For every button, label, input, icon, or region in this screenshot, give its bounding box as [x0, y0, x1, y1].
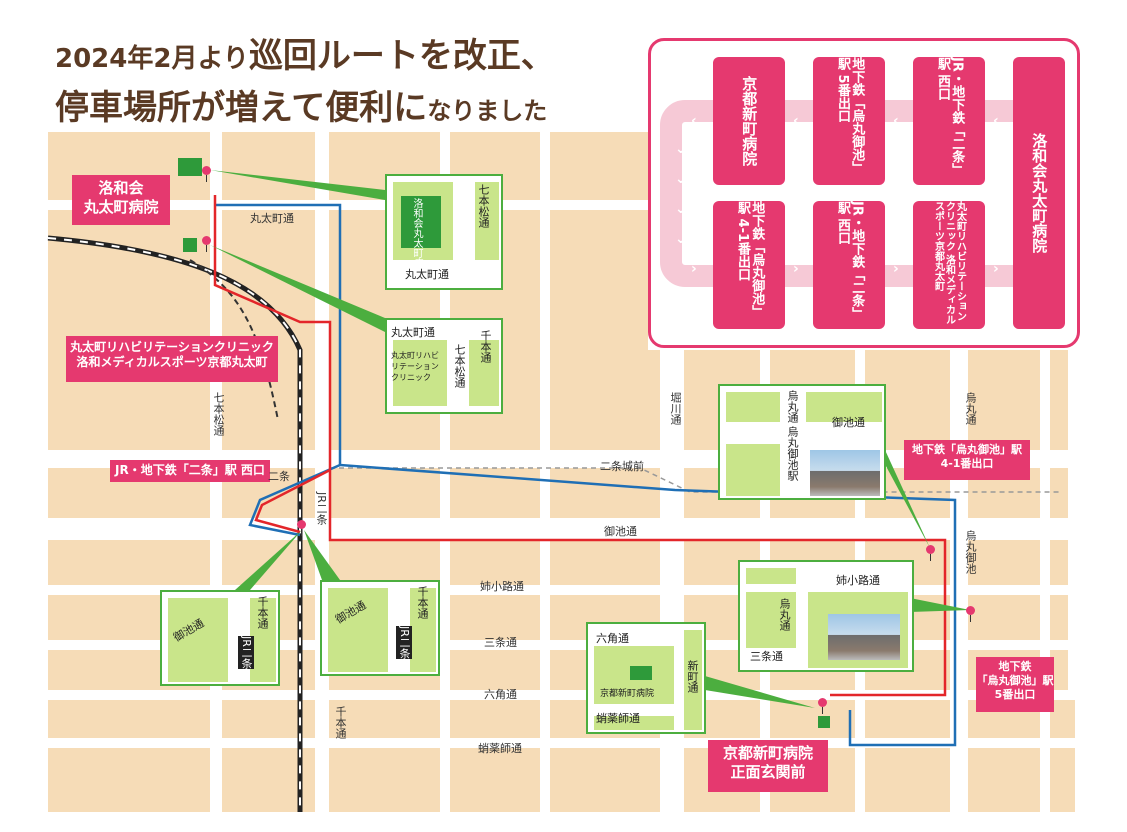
headline-date: 2024年2月より: [55, 44, 249, 74]
headline-suffix: なりました: [427, 97, 548, 125]
inset-station: JR二条: [396, 626, 412, 659]
street-anekoji: 姉小路通: [480, 580, 524, 593]
blue-route-loop: [248, 463, 341, 537]
inset-marutamachi-hospital: 洛和会丸太町病院 丸太町通 七本松通: [385, 174, 503, 290]
label-oike-5: 地下鉄 「烏丸御池」駅 5番出口: [976, 657, 1054, 712]
stop-marutamachi-hospital: 洛和会丸太町病院: [1013, 57, 1065, 329]
street-nijojo-mae: 二条城前: [600, 460, 644, 473]
street-marutamachi: 丸太町通: [250, 212, 294, 225]
inset-oike-5: 姉小路通 烏丸通 三条通: [738, 560, 914, 672]
inset-shinmachi: 六角通 新町通 京都新町病院 蛸薬師通: [586, 622, 706, 734]
stop-label: 洛和会丸太町病院: [1030, 133, 1049, 253]
inset-station: 烏丸御池駅: [786, 426, 799, 481]
street-takoyakushi: 蛸薬師通: [478, 742, 522, 755]
inset-street: 七本松通: [477, 184, 490, 228]
headline-line2: 停車場所が増えて便利になりました: [55, 80, 547, 129]
street-jr-nijo: JR二条: [315, 492, 328, 525]
stop-label: 丸太町リハビリテーションクリニック 洛和メディカルスポーツ京都丸太町: [932, 201, 966, 325]
route-order-panel: 京都新町病院 地下鉄「烏丸御池」駅 5番出口 JR・地下鉄「二条」駅 西口 洛和…: [648, 38, 1080, 348]
chevron-left-icon: ‹: [893, 113, 899, 129]
callout-wedges: [210, 170, 970, 708]
headline-route-change: 巡回ルートを改正、: [248, 36, 555, 76]
chevron-right-icon: ›: [691, 261, 697, 277]
chevron-right-icon: ›: [893, 261, 899, 277]
inset-oike-4-1: 烏丸通 御池通 烏丸御池駅: [718, 384, 886, 500]
inset-street: 六角通: [596, 632, 629, 645]
stop-nijo-west-top: JR・地下鉄「二条」駅 西口: [913, 57, 985, 185]
inset-street: 蛸薬師通: [596, 712, 640, 725]
street-nijo: 二条: [268, 470, 290, 483]
chevron-down-icon: ⌄: [675, 171, 687, 187]
street-horikawa: 堀川通: [669, 392, 682, 425]
inset-nijo-b: 御池通 千本通 JR二条: [320, 580, 440, 676]
inset-street: 丸太町通: [405, 268, 449, 281]
chevron-right-icon: ›: [793, 261, 799, 277]
stop-label: 地下鉄「烏丸御池」駅 5番出口: [835, 57, 865, 174]
chevron-left-icon: ‹: [691, 113, 697, 129]
inset-station: JR二条: [238, 636, 254, 669]
chevron-left-icon: ‹: [793, 113, 799, 129]
station-photo: [828, 614, 900, 660]
stop-label: 京都新町病院: [740, 76, 759, 166]
inset-hospital-name: 京都新町病院: [600, 689, 655, 699]
label-nijo-west: JR・地下鉄「二条」駅 西口: [110, 460, 270, 482]
inset-street: 新町通: [686, 660, 699, 693]
stop-rehab-clinic: 丸太町リハビリテーションクリニック 洛和メディカルスポーツ京都丸太町: [913, 201, 985, 329]
station-photo: [810, 450, 880, 496]
headline-line1: 2024年2月より巡回ルートを改正、: [55, 28, 555, 77]
stop-shinmachi-hospital: 京都新町病院: [713, 57, 785, 185]
headline-more-stops: 停車場所が増えて便利に: [55, 88, 428, 128]
label-oike-4-1: 地下鉄「烏丸御池」駅 4-1番出口: [904, 440, 1030, 480]
stop-oike-5: 地下鉄「烏丸御池」駅 5番出口: [813, 57, 885, 185]
inset-street: 千本通: [479, 330, 492, 363]
stop-nijo-west-bottom: JR・地下鉄「二条」駅 西口: [813, 201, 885, 329]
inset-street: 烏丸通: [786, 390, 799, 423]
stop-label: JR・地下鉄「二条」駅 西口: [935, 57, 965, 176]
railway-dash: [47, 237, 301, 812]
inset-street: 御池通: [832, 416, 865, 429]
inset-clinic-name: 丸太町リハビリテーションクリニック: [391, 351, 439, 382]
inset-hospital-name: 洛和会丸太町病院: [411, 198, 422, 278]
inset-rehab-clinic: 丸太町通 七本松通 千本通 丸太町リハビリテーションクリニック: [385, 318, 503, 414]
label-rehab-clinic: 丸太町リハビリテーションクリニック 洛和メディカルスポーツ京都丸太町: [66, 336, 278, 382]
inset-street: 丸太町通: [391, 326, 435, 339]
street-sanjo: 三条通: [484, 636, 517, 649]
railway-branch: [189, 259, 279, 421]
label-marutamachi-hospital: 洛和会 丸太町病院: [72, 175, 170, 225]
inset-street: 姉小路通: [836, 574, 880, 587]
inset-street: 烏丸通: [778, 598, 791, 631]
stop-pin-icon: [818, 698, 827, 714]
street-karasuma: 烏丸通: [964, 392, 977, 425]
street-oike: 御池通: [604, 525, 637, 538]
stop-pin-icon: [202, 166, 211, 182]
inset-street: 千本通: [416, 586, 429, 619]
chevron-down-icon: ⌄: [675, 231, 687, 247]
stop-pin-icon: [966, 606, 975, 622]
stop-pin-icon: [926, 545, 935, 561]
red-route-loop: [254, 468, 331, 534]
street-rokkaku: 六角通: [484, 688, 517, 701]
label-shinmachi-hospital: 京都新町病院 正面玄関前: [708, 740, 828, 792]
street-shichihon-matsu: 七本松通: [212, 392, 225, 436]
chevron-down-icon: ⌄: [675, 201, 687, 217]
station-squares: [178, 158, 830, 728]
inset-street: 三条通: [750, 650, 783, 663]
stop-oike-4-1: 地下鉄「烏丸御池」駅 4-1番出口: [713, 201, 785, 329]
street-karasuma-oike: 烏丸御池: [964, 530, 977, 574]
stop-label: JR・地下鉄「二条」駅 西口: [835, 201, 865, 320]
inset-street: 千本通: [256, 596, 269, 629]
street-senbon: 千本通: [334, 706, 347, 739]
stop-pin-icon: [297, 520, 306, 536]
inset-nijo-a: 御池通 千本通 JR二条: [160, 590, 280, 686]
chevron-left-icon: ‹: [993, 113, 999, 129]
stop-label: 地下鉄「烏丸御池」駅 4-1番出口: [735, 201, 765, 318]
chevron-down-icon: ⌄: [675, 141, 687, 157]
chevron-right-icon: ›: [993, 261, 999, 277]
red-route: [213, 195, 947, 697]
inset-street: 七本松通: [453, 344, 466, 388]
stop-pin-icon: [202, 236, 211, 252]
